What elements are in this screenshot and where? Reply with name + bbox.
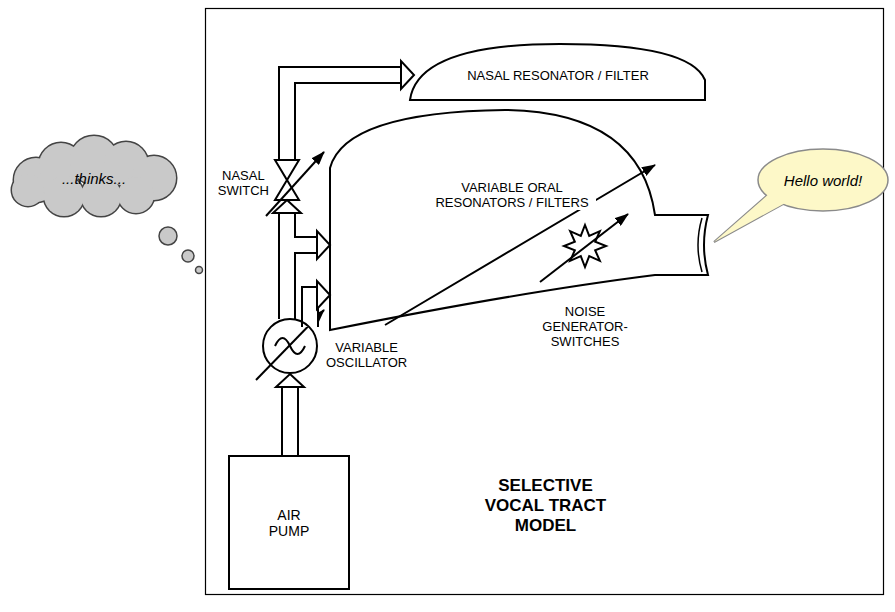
air-pipe	[310, 295, 317, 327]
thought-dot	[159, 227, 177, 245]
air-pipe	[287, 75, 401, 160]
cloud-outline	[12, 136, 176, 216]
speech-tail-fill	[714, 192, 787, 242]
air-pipe-bore	[310, 295, 317, 327]
nasal-switch: NASAL SWITCH	[275, 160, 299, 200]
oscillator-circle	[263, 319, 317, 373]
diagram-title: SELECTIVE VOCAL TRACT MODEL	[478, 476, 613, 536]
oral-resonator: NOISE GENERATOR-SWITCHES VARIABLE ORAL RE…	[330, 108, 715, 333]
air-pump: AIR PUMP	[228, 455, 350, 590]
pump-label: AIR PUMP	[269, 507, 309, 539]
pump-box	[229, 456, 349, 589]
pipe-arrowhead	[276, 374, 304, 387]
sine-symbol	[275, 338, 305, 354]
speech-text: Hello world!	[784, 172, 862, 189]
noise-star-symbol	[564, 225, 606, 267]
thought-text: ...thinks...	[62, 170, 126, 187]
pipe-arrowhead	[401, 61, 414, 89]
oscillator-label: VARIABLE OSCILLATOR	[324, 340, 409, 370]
control-arrow	[385, 165, 655, 325]
speech-tail	[714, 192, 787, 242]
thought-dot	[182, 250, 194, 262]
pipe-arrowhead	[317, 281, 330, 309]
control-arrow	[540, 214, 628, 282]
noise-label: NOISE GENERATOR-SWITCHES	[542, 304, 627, 349]
resonator-label: NASAL RESONATOR / FILTER	[467, 68, 649, 83]
shape-outline	[275, 160, 299, 200]
oscillator: VARIABLE OSCILLATOR	[262, 318, 318, 374]
shape-outline	[330, 108, 715, 333]
air-pipe-bore	[283, 387, 297, 455]
nasal-resonator: NASAL RESONATOR / FILTER	[410, 42, 706, 102]
switch-label: NASAL SWITCH	[218, 168, 269, 198]
nasal-cavity-outline	[410, 44, 705, 100]
thought-cloud: ...thinks...	[6, 140, 182, 216]
switch-symbol	[275, 160, 299, 200]
resonator-label: VARIABLE ORAL RESONATORS / FILTERS	[428, 180, 596, 210]
air-pipe-bore	[287, 75, 401, 160]
control-arrow	[266, 152, 324, 216]
model-frame	[206, 9, 884, 595]
pipe-arrowhead	[317, 231, 330, 259]
thought-dot	[196, 267, 203, 274]
speech-bubble: Hello world!	[757, 148, 889, 212]
noise-generator: NOISE GENERATOR-SWITCHES	[563, 224, 607, 268]
shape-outline	[563, 224, 607, 268]
air-pipe	[281, 387, 299, 455]
mouth-rim	[698, 218, 702, 272]
oral-cavity-outline	[330, 110, 708, 330]
cloud-fill	[12, 136, 176, 216]
shape-outline	[262, 318, 318, 374]
pipe-arrowhead	[273, 200, 301, 213]
